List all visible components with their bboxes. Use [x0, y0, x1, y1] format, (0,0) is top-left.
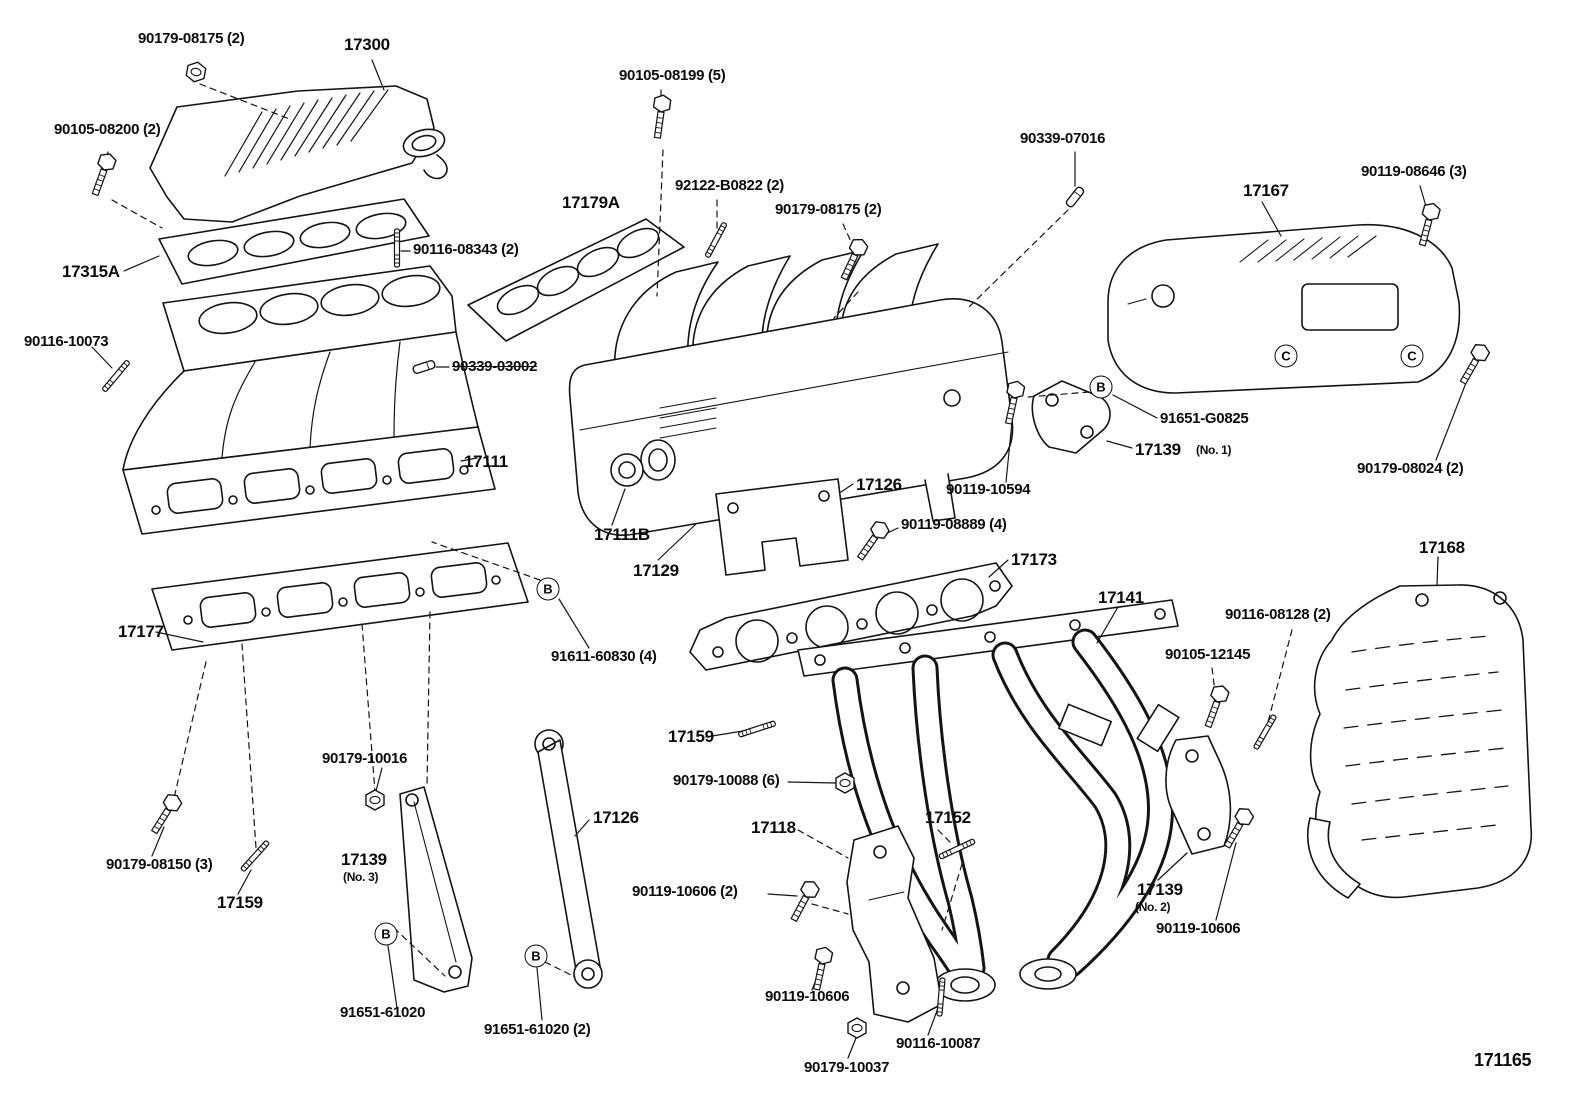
- bolt-icon: [807, 944, 835, 992]
- part-label: 17152: [925, 808, 971, 827]
- plenum-17129: [568, 243, 1014, 536]
- part-label: (No. 2): [1135, 900, 1171, 914]
- gasket-17315a: [158, 198, 430, 285]
- part-label: 17129: [633, 561, 679, 580]
- part-label: 91611-60830 (4): [551, 648, 657, 665]
- stud-icon: [393, 228, 401, 268]
- part-label: 90116-10087: [896, 1035, 981, 1052]
- part-label: 92122-B0822 (2): [675, 177, 784, 194]
- stud-icon: [704, 221, 728, 259]
- part-label: 17139: [341, 850, 387, 869]
- part-label: 90119-08646 (3): [1361, 163, 1467, 180]
- gasket-17179a: [467, 218, 685, 342]
- part-label: 90105-08200 (2): [54, 121, 161, 138]
- bracket-17118: [846, 825, 943, 1023]
- part-label: 90119-10594: [946, 481, 1031, 498]
- stud-icon: [101, 359, 131, 393]
- part-label: 17139: [1135, 440, 1181, 459]
- engine-cover-17167: [1107, 223, 1461, 394]
- part-label: 90119-10606: [1156, 920, 1241, 937]
- part-label: 90179-08150 (3): [106, 856, 213, 873]
- stay-17139-no3: [399, 786, 473, 993]
- gasket-17177: [151, 542, 529, 651]
- part-label: 17300: [344, 35, 390, 54]
- part-label: 90179-10037: [804, 1059, 890, 1076]
- exhaust-manifold-17141: [797, 599, 1180, 1002]
- part-label: 90116-08343 (2): [413, 241, 519, 258]
- bolt-icon: [785, 877, 822, 925]
- stud-icon: [737, 719, 777, 739]
- callout-letter-b: B: [374, 922, 398, 946]
- stud-icon: [239, 839, 271, 873]
- part-label: 90179-10088 (6): [673, 772, 780, 789]
- part-label: 17111B: [594, 525, 650, 544]
- pin-icon: [1064, 185, 1086, 209]
- part-label: 17141: [1098, 588, 1144, 607]
- part-label: 90179-08175 (2): [138, 30, 245, 47]
- part-label: 90105-12145: [1165, 646, 1251, 663]
- part-label: 91651-61020 (2): [484, 1021, 591, 1038]
- bolt-icon: [146, 790, 185, 838]
- part-label: 90179-08175 (2): [775, 201, 882, 218]
- part-label: 90116-08128 (2): [1225, 606, 1331, 623]
- part-label: 17139: [1137, 880, 1183, 899]
- callout-letter-b: B: [524, 944, 548, 968]
- part-label: 17118: [751, 818, 796, 837]
- part-label: 17159: [217, 893, 263, 912]
- grommet-17111b: [610, 453, 644, 487]
- stay-17126-link: [534, 729, 603, 989]
- part-label: (No. 1): [1196, 443, 1232, 457]
- nut-icon: [184, 59, 208, 85]
- heat-shield-17168: [1306, 584, 1533, 899]
- part-label: 171165: [1474, 1050, 1532, 1070]
- part-label: 90339-07016: [1020, 130, 1106, 147]
- part-label: 90119-10606 (2): [632, 883, 738, 900]
- part-label: 90119-10606: [765, 988, 850, 1005]
- stud-icon: [1252, 713, 1278, 751]
- valve-cover-17300: [149, 85, 448, 223]
- gasket-17173: [689, 562, 1013, 671]
- part-label: 17315A: [62, 262, 120, 281]
- intake-manifold-17111: [122, 265, 496, 535]
- part-label: 90116-10073: [24, 333, 109, 350]
- part-label: 17173: [1011, 550, 1057, 569]
- part-label: 17168: [1419, 538, 1465, 557]
- solid-leader-lines: [91, 59, 1472, 1059]
- part-label: 17126: [593, 808, 639, 827]
- nut-icon: [847, 1017, 867, 1039]
- callout-letter-c: C: [1274, 344, 1298, 368]
- part-label: (No. 3): [343, 870, 379, 884]
- part-label: 90179-10016: [322, 750, 408, 767]
- nut-icon: [835, 772, 855, 794]
- stay-17139-no1: [1031, 380, 1111, 454]
- bolt-icon: [1199, 682, 1232, 730]
- bolt-icon: [1455, 340, 1493, 388]
- callout-letter-c: C: [1400, 344, 1424, 368]
- part-label: 17126: [856, 475, 902, 494]
- part-label: 17111: [464, 452, 508, 471]
- part-label: 90339-03002: [452, 358, 538, 375]
- dashed-leader-lines: [105, 83, 1293, 978]
- nut-icon: [365, 789, 385, 811]
- stay-17139-no2: [1165, 735, 1232, 855]
- part-label: 17177: [118, 622, 164, 641]
- part-label: 17159: [668, 727, 714, 746]
- bolt-icon: [648, 93, 673, 140]
- part-label: 17179A: [562, 193, 620, 212]
- callout-letter-b: B: [536, 577, 560, 601]
- bracket-17126-center: [715, 478, 849, 576]
- part-label: 91651-61020: [340, 1004, 426, 1021]
- bolt-icon: [852, 517, 893, 564]
- part-label: 90105-08199 (5): [619, 67, 726, 84]
- callout-letter-b: B: [1089, 375, 1113, 399]
- part-label: 90119-08889 (4): [901, 516, 1007, 533]
- bolt-icon: [86, 150, 119, 198]
- part-label: 91651-G0825: [1160, 410, 1249, 427]
- part-label: 17167: [1243, 181, 1289, 200]
- part-label: 90179-08024 (2): [1357, 460, 1464, 477]
